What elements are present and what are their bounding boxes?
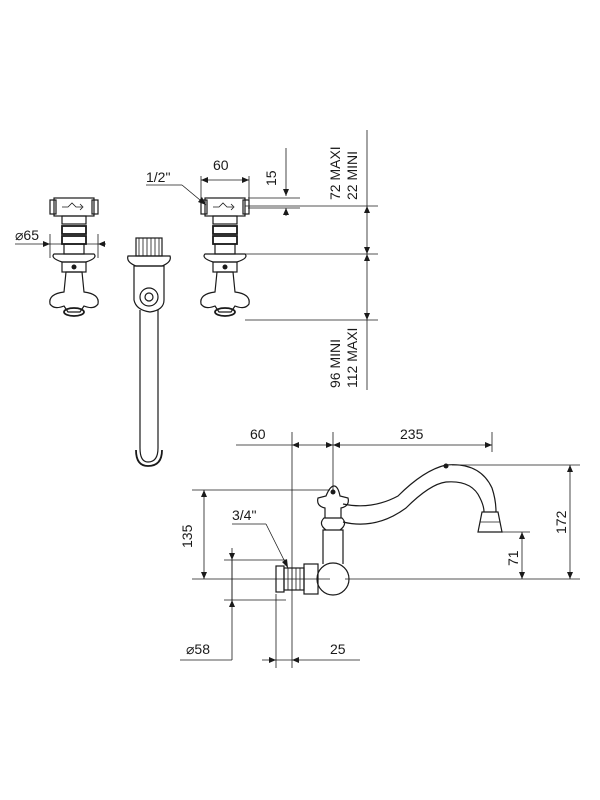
dim-235: 235 xyxy=(400,426,424,442)
dim-flange-diameter-65: ⌀65 xyxy=(15,227,39,243)
dim-thread-half-inch: 1/2" xyxy=(146,169,170,185)
dim-thread-three-quarter-inch: 3/4" xyxy=(232,507,256,523)
spout-top-view xyxy=(127,237,171,467)
dim-72-maxi: 72 MAXI xyxy=(327,146,343,200)
side-dimensions: 60 235 135 3/4" ⌀58 25 xyxy=(179,426,580,668)
dim-25: 25 xyxy=(330,641,346,657)
side-view-tap xyxy=(275,463,503,596)
top-dimensions: 60 1/2" ⌀65 15 72 MAXI 22 MINI 96 M xyxy=(15,130,378,390)
dim-22-mini: 22 MINI xyxy=(344,151,360,200)
dim-135: 135 xyxy=(179,524,195,548)
dim-60-top: 60 xyxy=(213,157,229,173)
right-valve xyxy=(200,197,250,317)
dim-112-maxi: 112 MAXI xyxy=(344,328,360,388)
dim-172: 172 xyxy=(553,510,569,534)
dim-96-mini: 96 MINI xyxy=(327,339,343,388)
dim-71: 71 xyxy=(505,550,521,566)
dim-60-side: 60 xyxy=(250,426,266,442)
left-valve xyxy=(49,197,99,317)
dim-15: 15 xyxy=(263,170,279,186)
dim-flange-diameter-58: ⌀58 xyxy=(186,641,210,657)
